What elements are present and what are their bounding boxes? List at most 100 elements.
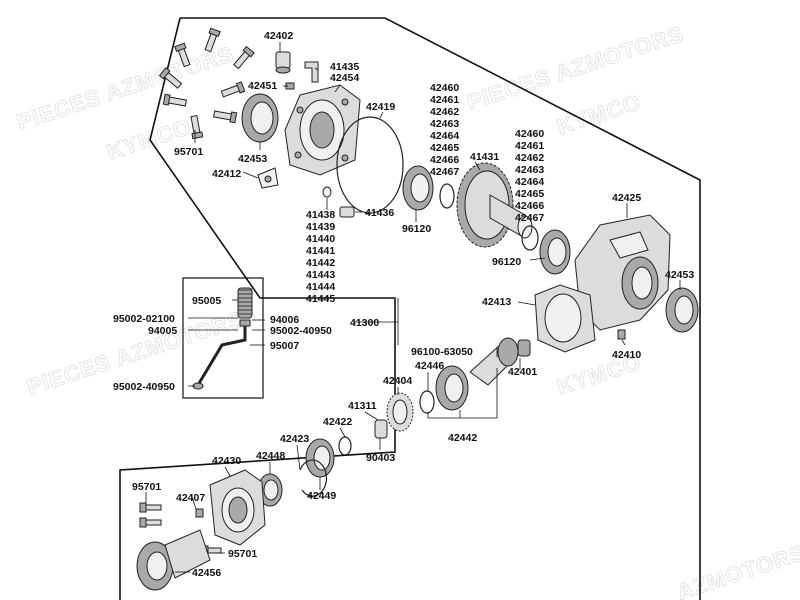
breather-hose — [192, 287, 253, 390]
part-label: 95701 — [228, 548, 257, 560]
part-label: 42460 — [515, 128, 544, 140]
part-label: 42449 — [307, 490, 336, 502]
part-label: 96100-63050 — [411, 346, 473, 358]
part-label: 95701 — [174, 146, 203, 158]
part-label: 95701 — [132, 481, 161, 493]
needle-bearing-42404 — [386, 392, 414, 432]
bearing-42449 — [305, 438, 335, 478]
bolt-ring-group — [158, 27, 255, 140]
breather-fitting — [275, 51, 291, 74]
part-label: 42460 — [430, 82, 459, 94]
part-label: 95007 — [270, 340, 299, 352]
part-label: 95002-40950 — [270, 325, 332, 337]
part-label: 42401 — [508, 366, 537, 378]
part-label: 42467 — [430, 166, 459, 178]
bearing-96120-right — [539, 229, 571, 275]
part-label: 41431 — [470, 151, 499, 163]
shim-ring — [439, 183, 455, 209]
part-label: 42461 — [430, 94, 459, 106]
part-label: 42451 — [248, 80, 277, 92]
watermark-text: AZMOTORS — [674, 540, 800, 600]
housing-flange — [534, 284, 596, 353]
part-label: 42448 — [256, 450, 285, 462]
part-label: 41311 — [348, 400, 377, 412]
part-label: 42402 — [264, 30, 293, 42]
part-label: 42465 — [515, 188, 544, 200]
part-label: 42463 — [515, 164, 544, 176]
part-label: 42446 — [415, 360, 444, 372]
part-label: 95005 — [192, 295, 221, 307]
part-label: 90403 — [366, 452, 395, 464]
part-label: 94006 — [270, 314, 299, 326]
watermark-text: KYMCO — [554, 89, 644, 140]
pinion-housing — [209, 469, 266, 546]
part-label: 41436 — [365, 207, 394, 219]
part-label: 42464 — [430, 130, 459, 142]
snap-ring-42423 — [299, 459, 328, 497]
part-label: 41439 — [306, 221, 335, 233]
part-number-labels: 42402 41435 42451 42454 42419 95701 4245… — [113, 30, 694, 579]
elbow-fitting — [304, 61, 319, 83]
part-label: 42466 — [430, 154, 459, 166]
part-label: 42442 — [448, 432, 477, 444]
differential-housing — [574, 214, 671, 331]
part-label: 42463 — [430, 118, 459, 130]
part-label: 96120 — [402, 223, 431, 235]
watermark-text: PIECES AZMOTORS — [464, 21, 687, 115]
part-label: 42413 — [482, 296, 511, 308]
part-label: 41444 — [306, 281, 335, 293]
part-label: 42422 — [323, 416, 352, 428]
bracket-tab — [257, 167, 279, 189]
shim-42446 — [419, 390, 435, 414]
part-label: 42462 — [515, 152, 544, 164]
part-label: 42425 — [612, 192, 641, 204]
drain-plug — [339, 206, 355, 218]
part-label: 42404 — [383, 375, 412, 387]
part-label: 42419 — [366, 101, 395, 113]
part-label: 94005 — [148, 325, 177, 337]
part-label: 42465 — [430, 142, 459, 154]
part-label: 95002-40950 — [113, 381, 175, 393]
part-label: 42453 — [665, 269, 694, 281]
bolts-95701-left — [139, 502, 162, 528]
shim-washer — [322, 186, 332, 198]
part-label: 42461 — [515, 140, 544, 152]
watermark-text: PIECES AZMOTORS — [14, 41, 237, 135]
oil-seal-42453-top — [241, 93, 279, 143]
part-label: 41300 — [350, 317, 379, 329]
leader-lines — [145, 42, 681, 573]
part-label: 41445 — [306, 293, 335, 305]
bearing-96120-left — [402, 165, 434, 211]
part-label: 41435 — [330, 61, 359, 73]
output-coupling — [136, 529, 211, 591]
shim-ring — [521, 225, 539, 251]
ring-gear — [456, 162, 533, 248]
part-label: 42456 — [192, 567, 221, 579]
part-label: 42464 — [515, 176, 544, 188]
part-label: 42453 — [238, 153, 267, 165]
part-label: 41441 — [306, 245, 335, 257]
part-label: 42407 — [176, 492, 205, 504]
part-label: 42430 — [212, 455, 241, 467]
part-label: 42412 — [212, 168, 241, 180]
case-o-ring — [336, 116, 404, 214]
part-label: 41443 — [306, 269, 335, 281]
drive-pinion — [469, 337, 531, 386]
bolt-42410 — [617, 329, 626, 340]
part-label: 96120 — [492, 256, 521, 268]
assembly-outline-border — [119, 17, 701, 600]
part-label: 41438 — [306, 209, 335, 221]
breather-hose-inset-box — [182, 277, 264, 399]
part-label: 95002-02100 — [113, 313, 175, 325]
part-label: 42410 — [612, 349, 641, 361]
collar-41311 — [374, 419, 388, 439]
part-label: 42423 — [280, 433, 309, 445]
gear-case-cover — [284, 84, 361, 176]
part-label: 41440 — [306, 233, 335, 245]
pinion-bearing — [435, 365, 469, 411]
part-label: 42466 — [515, 200, 544, 212]
oil-seal-42453-right — [665, 287, 699, 333]
part-label: 42467 — [515, 212, 544, 224]
bolt-42407 — [195, 508, 204, 518]
washer-42422 — [338, 436, 352, 456]
